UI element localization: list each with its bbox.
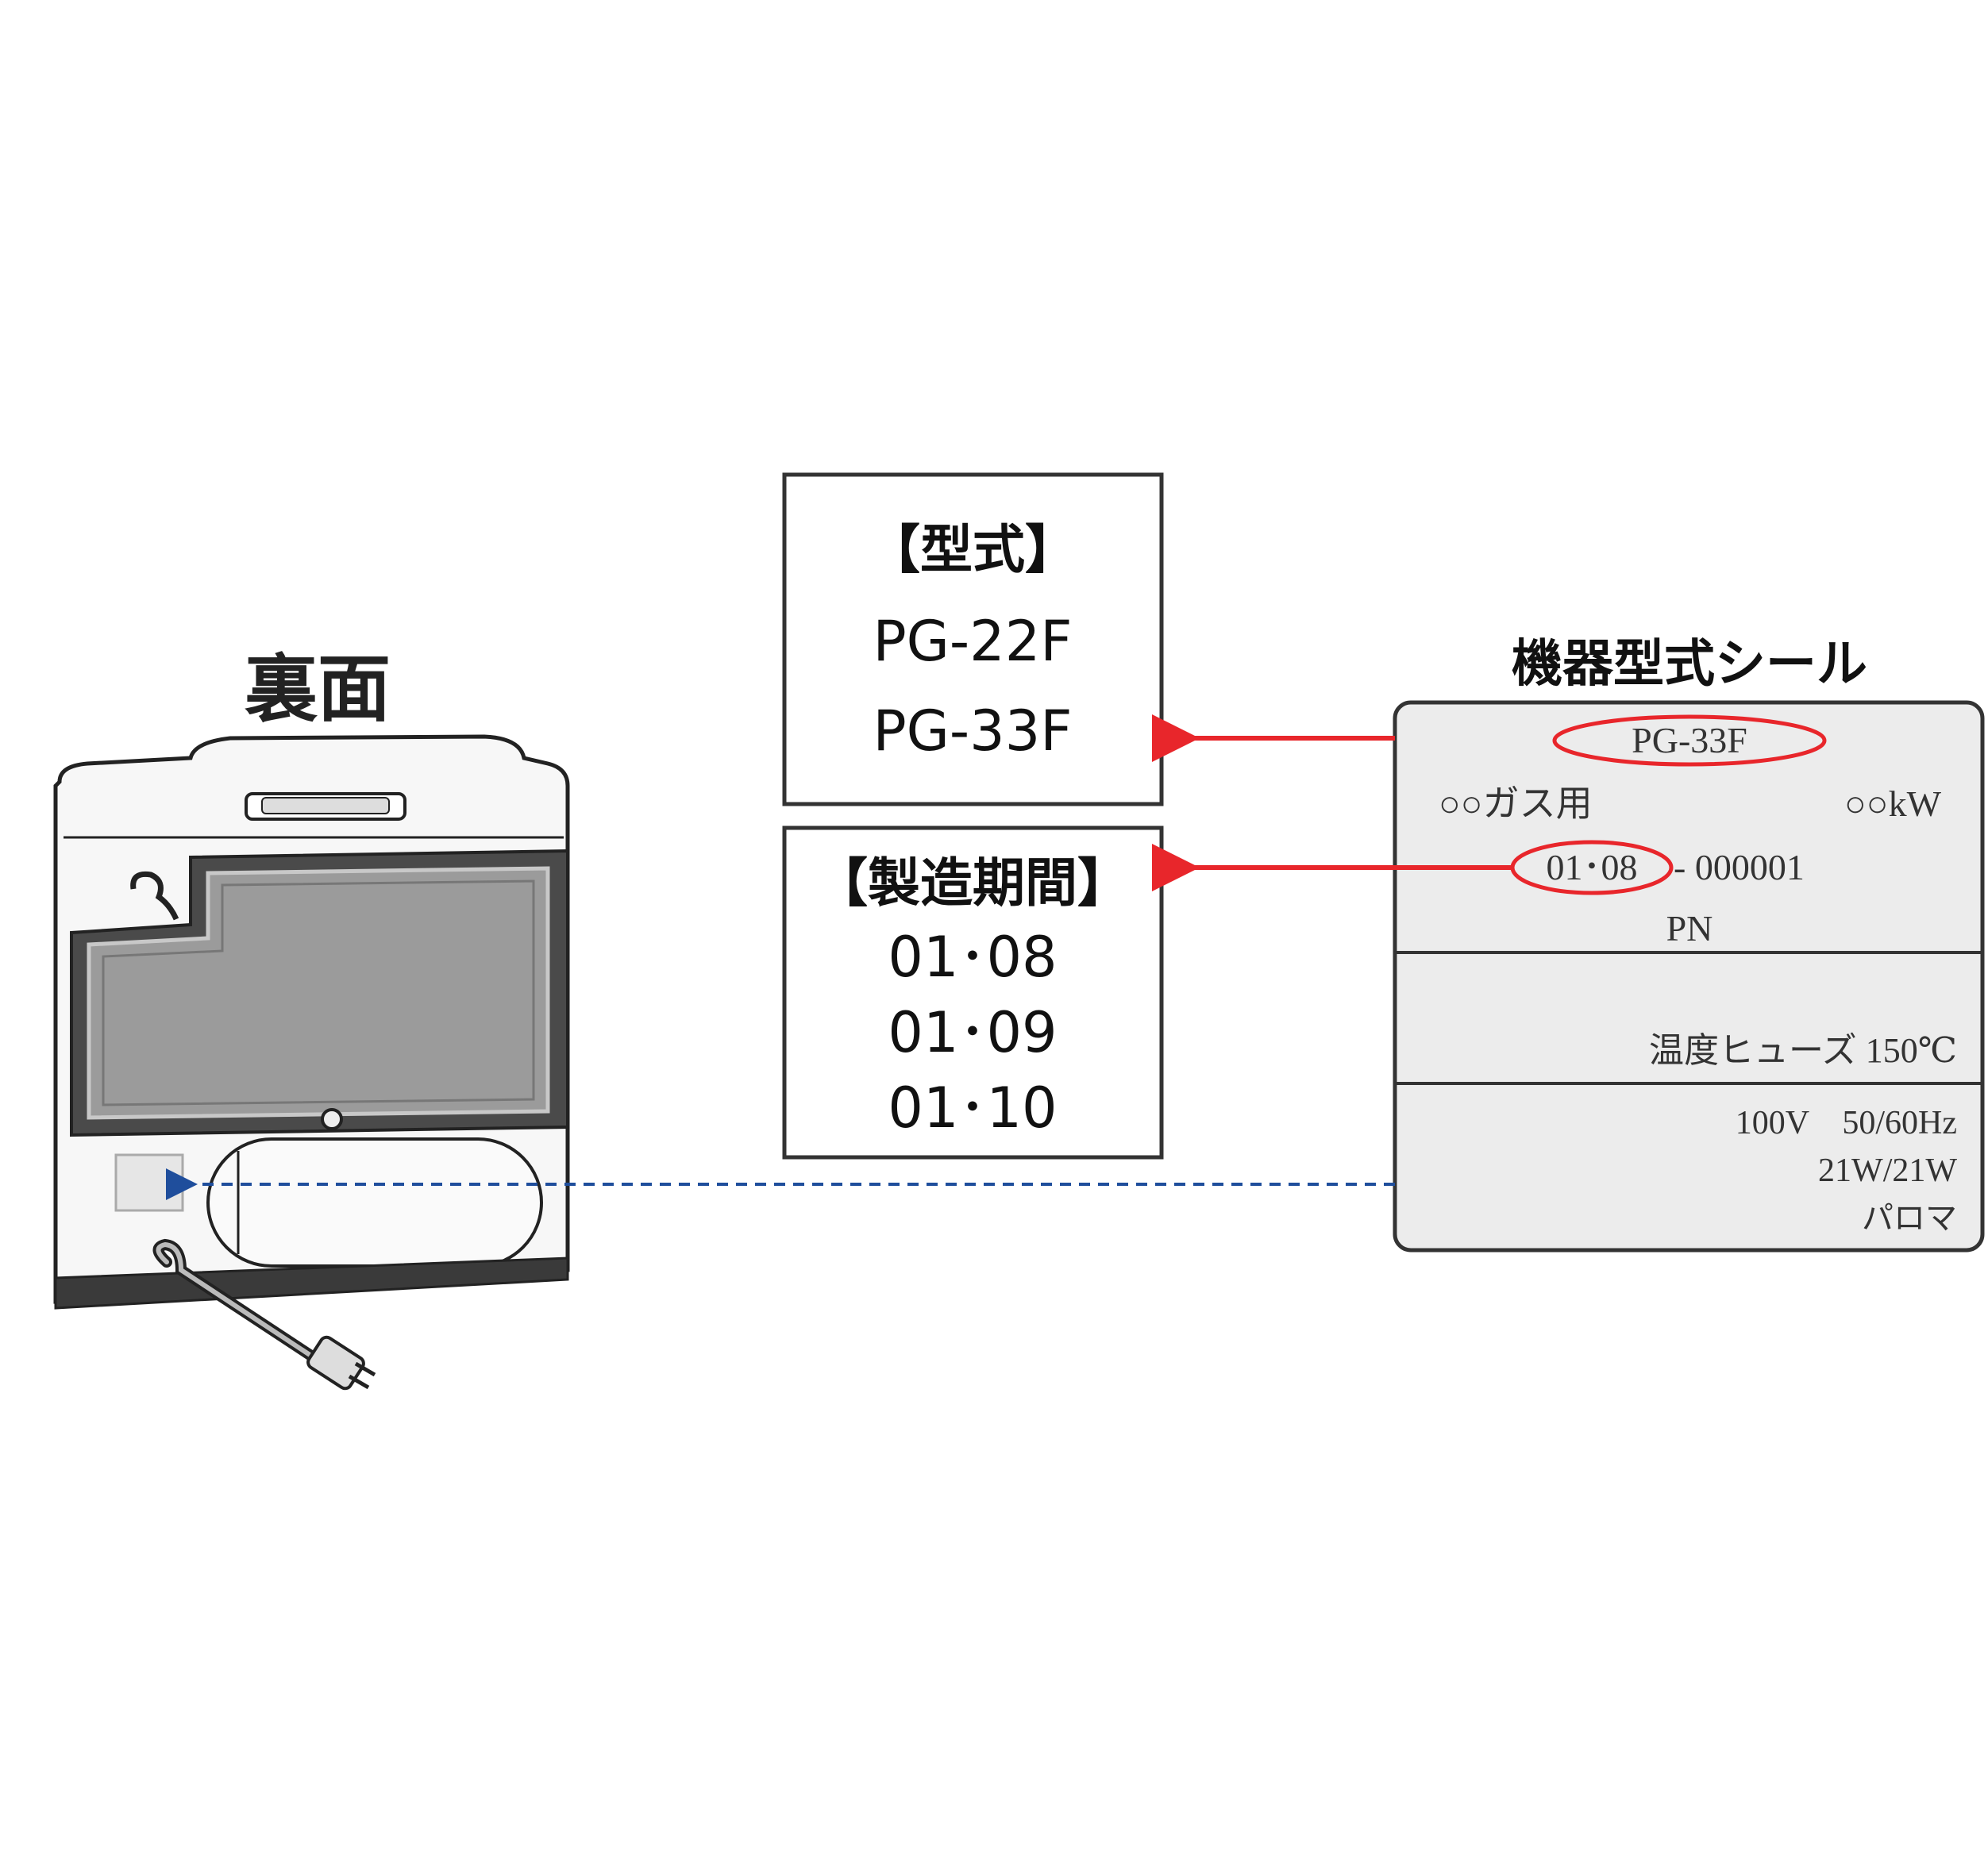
seal-model-highlight — [1552, 714, 1827, 767]
seal-model: PG-33F — [1632, 720, 1747, 760]
period-item: 01･09 — [888, 1000, 1057, 1065]
back-panel — [87, 866, 550, 1120]
seal-date-code: 01･08 — [1547, 847, 1638, 887]
period-box-frame — [782, 825, 1164, 1160]
device-illustration: 裏面 — [53, 647, 570, 1391]
seal-pn: PN — [1666, 908, 1713, 949]
model-box: 【型式】 PG-22F PG-33F — [782, 472, 1164, 806]
model-item: PG-22F — [873, 609, 1072, 674]
seal-serial: - 000001 — [1674, 847, 1805, 887]
period-heading: 【製造期間】 — [815, 852, 1130, 914]
model-heading: 【型式】 — [868, 519, 1077, 580]
rear-capsule — [206, 1137, 543, 1268]
screw-icon — [321, 1108, 343, 1130]
seal-voltage: 100V 50/60Hz — [1736, 1105, 1957, 1141]
period-item: 01･10 — [888, 1076, 1057, 1141]
seal-power: ○○kW — [1844, 783, 1942, 824]
period-box: 【製造期間】 01･08 01･09 01･10 — [782, 825, 1164, 1160]
seal-wattage: 21W/21W — [1818, 1153, 1957, 1189]
model-box-frame — [782, 472, 1164, 806]
seal-location — [114, 1153, 184, 1212]
seal-fuse: 温度ヒューズ 150℃ — [1649, 1031, 1957, 1070]
seal-maker: パロマ — [1862, 1200, 1957, 1236]
hook-icon — [130, 871, 179, 921]
seal-frame — [1393, 700, 1985, 1253]
seal-gas: ○○ガス用 — [1439, 783, 1593, 824]
model-item: PG-33F — [873, 698, 1072, 764]
period-item: 01･08 — [888, 925, 1057, 990]
back-side-label: 裏面 — [245, 647, 391, 732]
seal-title: 機器型式シール — [1512, 635, 1867, 694]
equipment-seal: 機器型式シール PG-33F ○○ガス用 ○○kW 01･08 - 000001… — [1393, 635, 1985, 1253]
plug-icon — [306, 1335, 376, 1391]
